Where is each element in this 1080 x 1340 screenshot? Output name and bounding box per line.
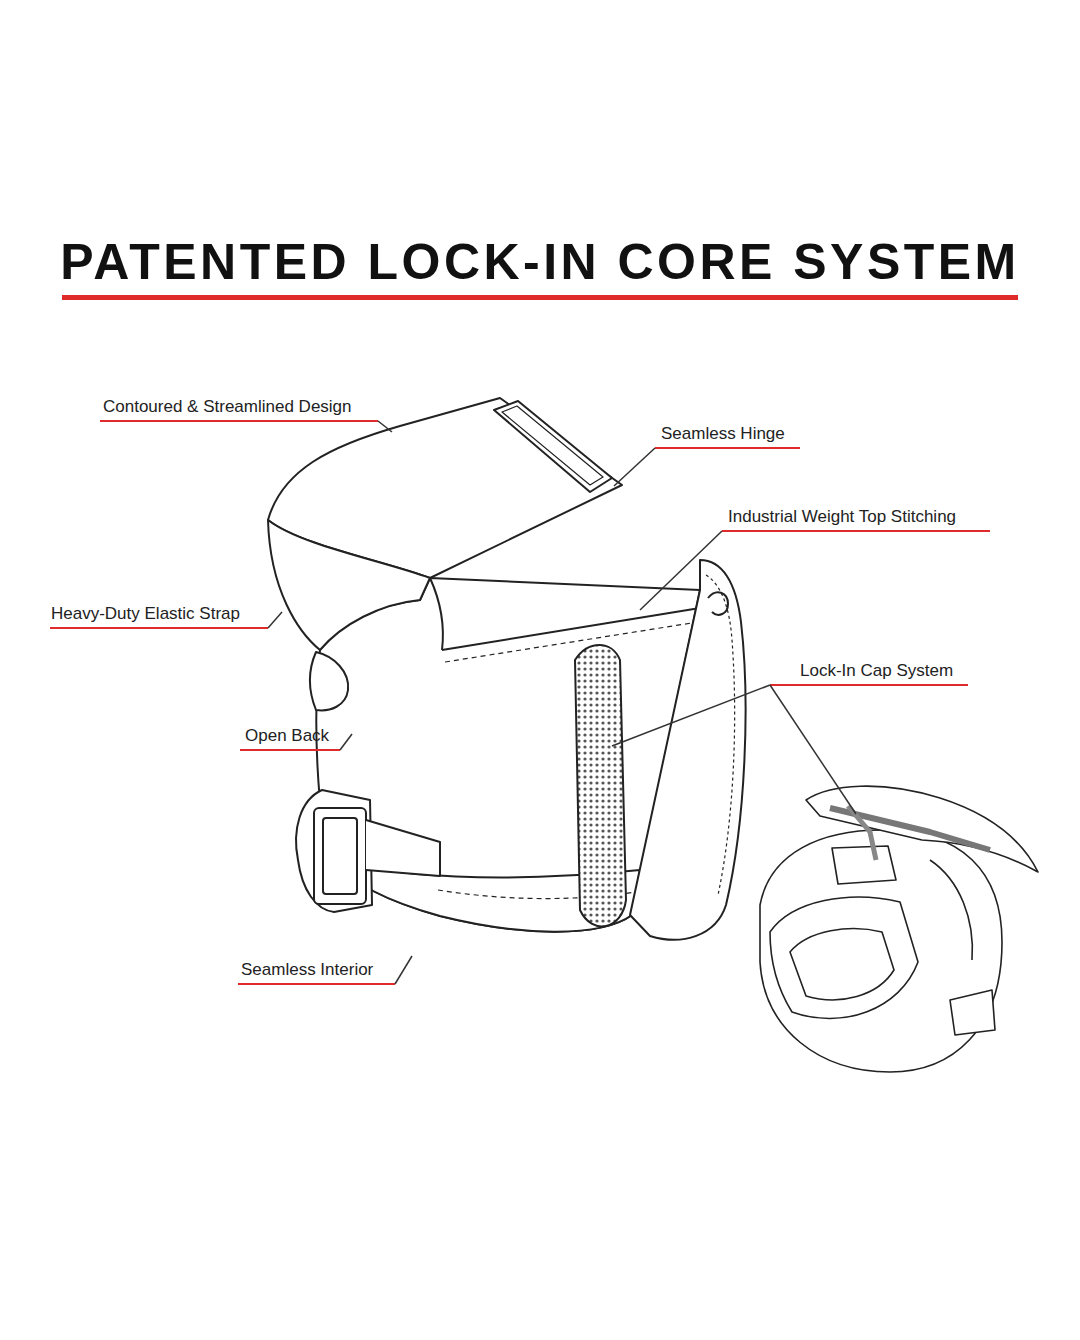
callout-label: Seamless Hinge bbox=[661, 424, 785, 444]
label-underline bbox=[722, 530, 990, 532]
callout-label: Seamless Interior bbox=[241, 960, 373, 980]
panel-seam bbox=[442, 608, 700, 650]
cap-recess bbox=[770, 897, 918, 1018]
velcro-patch bbox=[832, 846, 896, 884]
page-title: PATENTED LOCK-IN CORE SYSTEM bbox=[60, 237, 1019, 287]
leader-line bbox=[340, 734, 352, 750]
lock-in-cap bbox=[630, 560, 746, 940]
callout-leaders bbox=[50, 421, 990, 984]
leader-line bbox=[612, 685, 770, 746]
leader-line bbox=[268, 612, 282, 628]
label-underline bbox=[238, 983, 395, 985]
leader-line bbox=[770, 685, 856, 814]
velcro-patch bbox=[502, 406, 603, 485]
leader-line bbox=[614, 448, 655, 486]
buckle-strap bbox=[366, 820, 440, 876]
callout-label: Open Back bbox=[245, 726, 329, 746]
callout-label: Heavy-Duty Elastic Strap bbox=[51, 604, 240, 624]
callout-label: Lock-In Cap System bbox=[800, 661, 953, 681]
leader-line bbox=[395, 956, 412, 984]
buckle bbox=[950, 990, 995, 1035]
lock-in-cap bbox=[806, 786, 1038, 872]
knee-pad-exploded bbox=[760, 786, 1038, 1072]
buckle bbox=[314, 808, 366, 904]
label-underline bbox=[655, 447, 800, 449]
callout-label: Industrial Weight Top Stitching bbox=[728, 507, 956, 527]
label-underline bbox=[240, 749, 340, 751]
cap-edge bbox=[706, 575, 735, 895]
cap-recess bbox=[790, 929, 894, 1000]
callout-label: Contoured & Streamlined Design bbox=[103, 397, 352, 417]
label-underline bbox=[50, 627, 268, 629]
knee-pad-main bbox=[268, 398, 746, 940]
open-back bbox=[310, 652, 348, 710]
mesh-panel bbox=[575, 645, 626, 926]
label-underline bbox=[770, 684, 968, 686]
title-underline bbox=[62, 295, 1018, 300]
label-underline bbox=[100, 420, 378, 422]
pad-shell bbox=[760, 830, 1002, 1072]
cap-strap bbox=[848, 806, 876, 860]
buckle bbox=[323, 818, 357, 894]
panel-seam bbox=[930, 860, 972, 960]
leader-line bbox=[640, 531, 722, 610]
leader-line bbox=[378, 421, 392, 432]
velcro-patch bbox=[494, 401, 612, 492]
stitch-line bbox=[445, 622, 698, 662]
cap-loop bbox=[708, 592, 728, 614]
elastic-strap bbox=[268, 520, 430, 650]
buckle-housing bbox=[296, 790, 372, 912]
panel-seam bbox=[430, 578, 443, 650]
